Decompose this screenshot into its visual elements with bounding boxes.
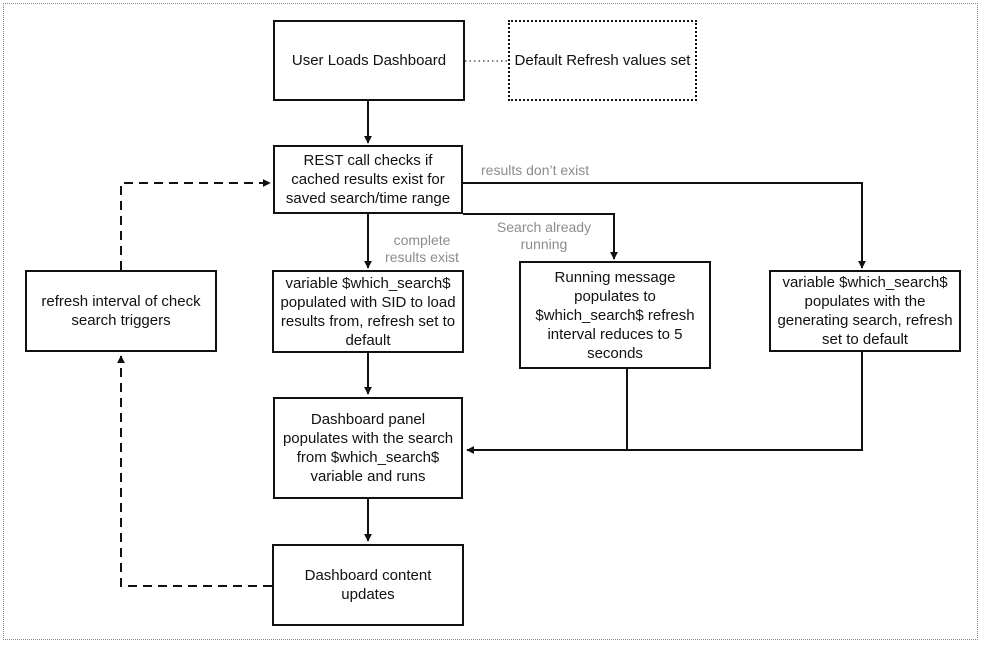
edge-label-complete-results-exist-text: complete results exist (385, 232, 459, 265)
node-dashboard-panel-populates-text: Dashboard panel populates with the searc… (282, 411, 454, 485)
edge-label-results-dont-exist: results don’t exist (481, 162, 590, 178)
node-running-message: Running message populates to $which_sear… (519, 261, 711, 369)
node-variable-generating-search: variable $which_search$ populates with t… (769, 270, 961, 352)
node-rest-call-check: REST call checks if cached results exist… (273, 145, 463, 214)
dashed-arrow-refresh-to-rest (120, 179, 271, 270)
node-dashboard-content-updates-text: Dashboard content updates (304, 567, 432, 603)
node-default-refresh-values-text: Default Refresh values set (514, 52, 691, 69)
arrow-generating-to-panel (466, 352, 863, 454)
diagram-frame (3, 3, 978, 640)
node-variable-sid-text: variable $which_search$ populated with S… (280, 274, 456, 349)
node-dashboard-panel-populates: Dashboard panel populates with the searc… (273, 397, 463, 499)
node-rest-call-check-text: REST call checks if cached results exist… (285, 152, 451, 207)
arrow-rest-to-generating (463, 182, 866, 269)
node-user-loads-dashboard: User Loads Dashboard (273, 20, 465, 101)
node-refresh-interval-trigger-text: refresh interval of check search trigger… (41, 293, 201, 329)
node-user-loads-dashboard-text: User Loads Dashboard (291, 52, 447, 69)
edge-label-search-already-running-text: Search already running (496, 219, 592, 252)
node-default-refresh-values: Default Refresh values set (508, 20, 697, 101)
node-variable-sid: variable $which_search$ populated with S… (272, 270, 464, 353)
dashed-arrow-content-to-refresh (117, 355, 272, 587)
edge-label-complete-results-exist: complete results exist (375, 232, 469, 266)
node-refresh-interval-trigger: refresh interval of check search trigger… (25, 270, 217, 352)
node-variable-generating-search-text: variable $which_search$ populates with t… (777, 274, 953, 348)
arrow-rest-to-running (463, 213, 618, 260)
node-dashboard-content-updates: Dashboard content updates (272, 544, 464, 626)
node-running-message-text: Running message populates to $which_sear… (535, 268, 695, 362)
edge-label-search-already-running: Search already running (488, 219, 600, 253)
